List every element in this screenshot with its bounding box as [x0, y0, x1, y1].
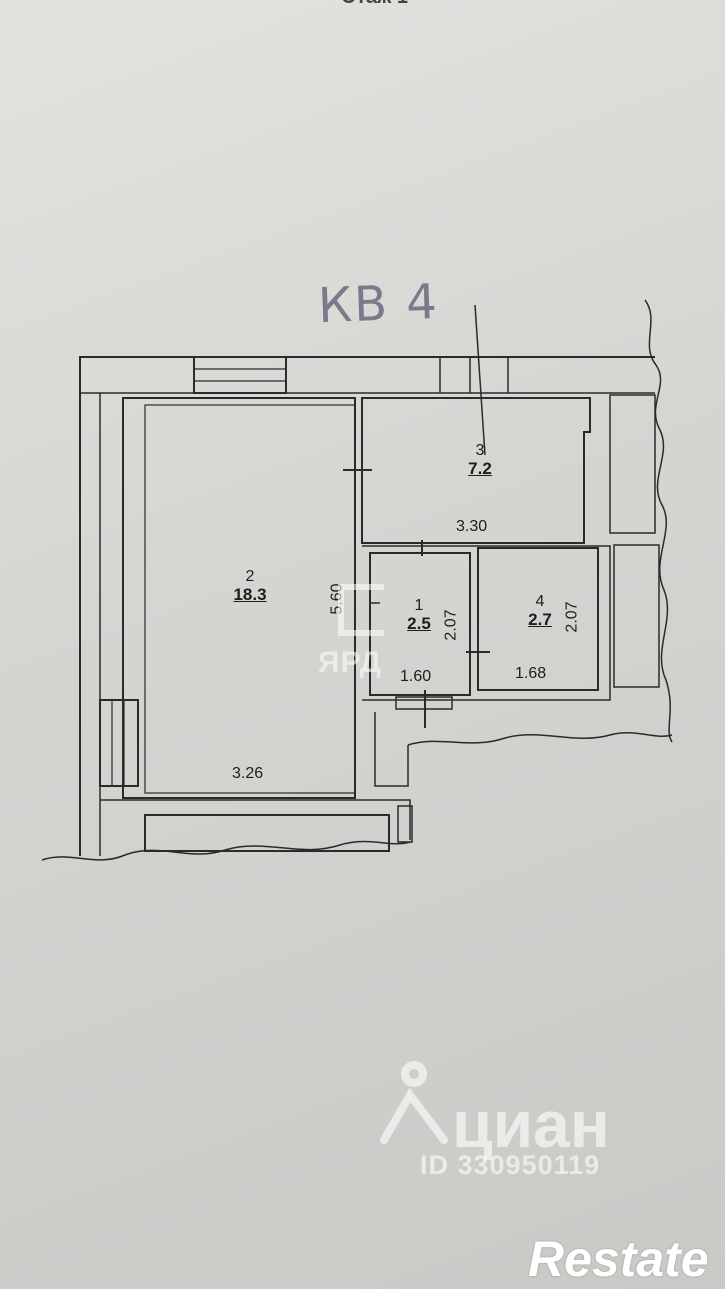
yrd-watermark: ЯРД — [318, 646, 383, 679]
page-header: Этаж 1 — [300, 0, 450, 9]
cian-watermark: циан — [452, 1087, 610, 1161]
room-3-number: 3 — [475, 442, 485, 459]
room-2-area: 18.3 — [233, 584, 267, 604]
room-4-length-dimension: 2.07 — [563, 601, 581, 633]
room-4-number: 4 — [535, 593, 545, 610]
room-4-width-dimension: 1.68 — [515, 665, 547, 682]
cian-logo-icon — [380, 1061, 448, 1144]
room-2-inner — [144, 404, 356, 794]
loggia — [144, 814, 390, 852]
room-1-number: 1 — [414, 597, 424, 614]
pointer-line — [474, 304, 486, 456]
break-line-bottom — [41, 840, 411, 861]
outer-wall — [79, 356, 655, 856]
room-4-outline — [477, 547, 599, 691]
room-1-label: 1 2.5 — [394, 597, 444, 633]
room-2-label: 2 18.3 — [220, 568, 280, 604]
room-1-length-dimension: 2.07 — [442, 609, 460, 641]
room-3-width-dimension: 3.30 — [456, 518, 488, 535]
neighbor-room-top — [609, 394, 656, 534]
room-4-area: 2.7 — [528, 609, 552, 629]
room-3-label: 3 7.2 — [450, 442, 510, 478]
room-1-outline — [369, 552, 471, 696]
break-line-right — [644, 299, 673, 743]
cian-listing-id: ID 330950119 — [420, 1150, 601, 1180]
room-2-width-dimension: 3.26 — [232, 765, 264, 782]
yrd-watermark-mark — [338, 584, 384, 636]
restate-logo: Restate — [528, 1231, 709, 1287]
room-1-width-dimension: 1.60 — [400, 668, 432, 685]
break-line-mid — [407, 732, 673, 746]
room-2-number: 2 — [245, 568, 255, 585]
room-4-label: 4 2.7 — [515, 593, 565, 629]
room-1-area: 2.5 — [407, 613, 431, 633]
room-3-outline — [361, 397, 591, 544]
neighbor-room-bottom — [613, 544, 660, 688]
top-window — [193, 356, 287, 394]
left-window — [99, 699, 139, 787]
room-3-area: 7.2 — [468, 458, 492, 478]
